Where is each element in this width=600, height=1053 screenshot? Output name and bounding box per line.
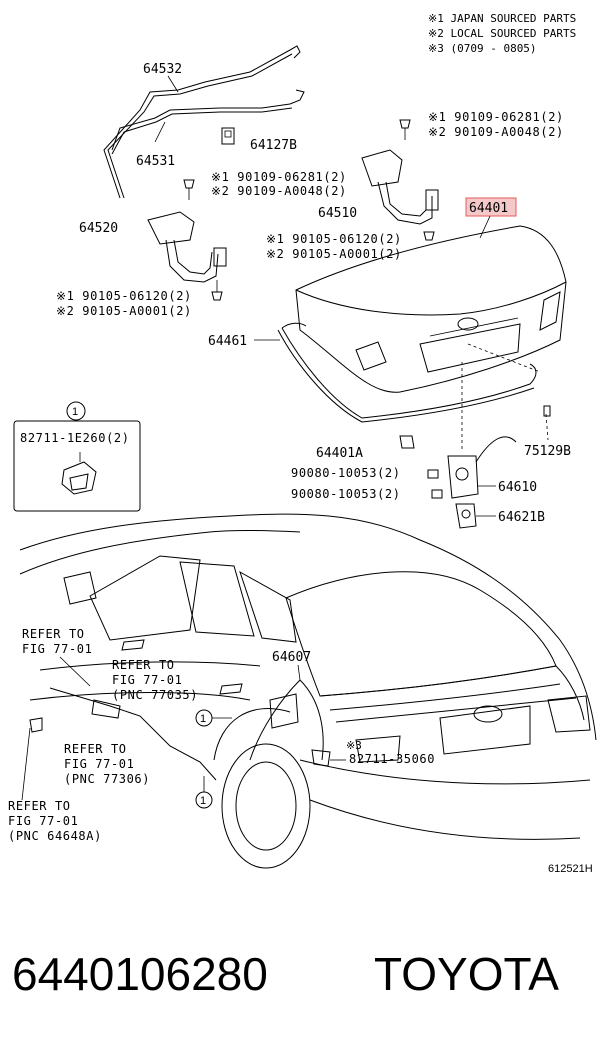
label-bolt-90105-06120-center: ※1 90105-06120(2) bbox=[266, 232, 402, 246]
car-silhouette-drawing bbox=[19, 513, 597, 869]
label-64520: 64520 bbox=[79, 221, 118, 236]
label-64401a: 64401A bbox=[316, 446, 363, 461]
label-64510: 64510 bbox=[318, 206, 357, 221]
lock-64610-drawing bbox=[427, 343, 541, 499]
trunk-lid-drawing bbox=[295, 225, 567, 393]
cable-75129b-drawing bbox=[475, 405, 551, 463]
diagram-code: 612521H bbox=[548, 863, 593, 875]
label-bolt-90109-a0048-right: ※2 90109-A0048(2) bbox=[428, 125, 564, 139]
label-82711-35060: 82711-35060 bbox=[349, 752, 435, 766]
bracket-64127b-drawing bbox=[221, 127, 235, 145]
label-s3-mark: ※3 bbox=[346, 739, 362, 752]
label-bolt-90105-06120-left: ※1 90105-06120(2) bbox=[56, 289, 192, 303]
label-64461: 64461 bbox=[208, 334, 247, 349]
callout-1-number-c: 1 bbox=[200, 795, 206, 807]
refer-3-line-1: REFER TO bbox=[64, 742, 127, 756]
refer-2-line-3: (PNC 77035) bbox=[112, 688, 198, 702]
label-64621b: 64621B bbox=[498, 510, 545, 525]
label-82711-1e260: 82711-1E260(2) bbox=[20, 431, 130, 445]
refer-2-line-2: FIG 77-01 bbox=[112, 673, 182, 687]
label-bolt-90105-a0001-left: ※2 90105-A0001(2) bbox=[56, 304, 192, 318]
callout-1-circle-b bbox=[195, 709, 232, 727]
refer-4-line-3: (PNC 64648A) bbox=[8, 829, 102, 843]
refer-4-line-2: FIG 77-01 bbox=[8, 814, 78, 828]
footer-part-number: 6440106280 bbox=[12, 948, 268, 1000]
label-bolt-90109-06281-right: ※1 90109-06281(2) bbox=[428, 110, 564, 124]
label-64531: 64531 bbox=[136, 154, 175, 169]
callout-1-number-b: 1 bbox=[200, 713, 206, 725]
refer-3-line-2: FIG 77-01 bbox=[64, 757, 134, 771]
label-64532: 64532 bbox=[143, 62, 182, 77]
note-japan-sourced: ※1 JAPAN SOURCED PARTS bbox=[428, 12, 576, 25]
callout-1-number: 1 bbox=[72, 406, 78, 418]
label-90080-10053-b: 90080-10053(2) bbox=[291, 487, 401, 501]
label-bolt-90105-a0001-center: ※2 90105-A0001(2) bbox=[266, 247, 402, 261]
bolt-top-right-drawing bbox=[399, 119, 411, 140]
label-64401[interactable]: 64401 bbox=[469, 201, 508, 216]
label-64127b: 64127B bbox=[250, 138, 297, 153]
refer-2-line-1: REFER TO bbox=[112, 658, 175, 672]
refer-1-line-2: FIG 77-01 bbox=[22, 642, 92, 656]
label-75129b: 75129B bbox=[524, 444, 571, 459]
callout-1-circle-c bbox=[195, 791, 213, 809]
note-local-sourced: ※2 LOCAL SOURCED PARTS bbox=[428, 27, 576, 40]
refer-4-line-1: REFER TO bbox=[8, 799, 71, 813]
label-bolt-90109-a0048-left: ※2 90109-A0048(2) bbox=[211, 184, 347, 198]
bolt-center-drawing bbox=[423, 231, 435, 241]
hinge-64510-drawing bbox=[361, 149, 439, 225]
striker-64621b-drawing bbox=[455, 503, 477, 529]
torsion-bar-drawing bbox=[103, 45, 305, 199]
label-64401-highlight bbox=[465, 197, 517, 217]
note-date-range: ※3 (0709 - 0805) bbox=[428, 42, 537, 55]
label-64607: 64607 bbox=[272, 650, 311, 665]
bumper-64401a-drawing bbox=[399, 435, 415, 449]
hinge-64520-drawing bbox=[147, 211, 227, 301]
refer-3-line-3: (PNC 77306) bbox=[64, 772, 150, 786]
bolt-left-hinge-drawing bbox=[183, 179, 195, 200]
label-bolt-90109-06281-left: ※1 90109-06281(2) bbox=[211, 170, 347, 184]
callout-box-1: 1 bbox=[13, 401, 141, 512]
refer-1-line-1: REFER TO bbox=[22, 627, 85, 641]
footer-brand: TOYOTA bbox=[374, 948, 559, 1000]
label-90080-10053-a: 90080-10053(2) bbox=[291, 466, 401, 480]
weatherstrip-64461-drawing bbox=[277, 322, 537, 423]
label-64610: 64610 bbox=[498, 480, 537, 495]
